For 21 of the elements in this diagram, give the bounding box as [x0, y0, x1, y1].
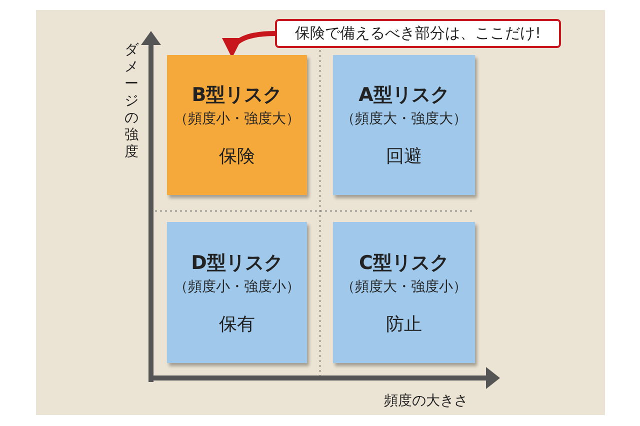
quadrant-box [333, 222, 475, 363]
risk-type-title: B型リスク [192, 83, 282, 108]
quadrant-box [167, 222, 307, 363]
risk-type-title: A型リスク [358, 83, 450, 108]
risk-condition: （頻度大・強度大） [341, 110, 467, 128]
y-axis-label: ダメージの強度 [124, 42, 139, 161]
callout-box [275, 19, 561, 48]
risk-condition: （頻度小・強度大） [174, 110, 300, 128]
risk-type-title: C型リスク [359, 250, 449, 276]
risk-response: 回避 [386, 145, 422, 168]
risk-condition: （頻度大・強度小） [341, 278, 467, 296]
risk-condition: （頻度小・強度小） [174, 278, 300, 296]
risk-response: 保有 [219, 312, 255, 336]
x-axis-label: 頻度の大きさ [384, 392, 468, 410]
risk-type-title: D型リスク [191, 250, 283, 276]
risk-response: 防止 [386, 312, 422, 336]
risk-response: 保険 [219, 145, 255, 168]
quadrant-box [167, 55, 307, 195]
arrow [223, 31, 276, 58]
quadrant-box [333, 55, 475, 195]
callout-text: 保険で備えるべき部分は、ここだけ! [294, 24, 541, 43]
